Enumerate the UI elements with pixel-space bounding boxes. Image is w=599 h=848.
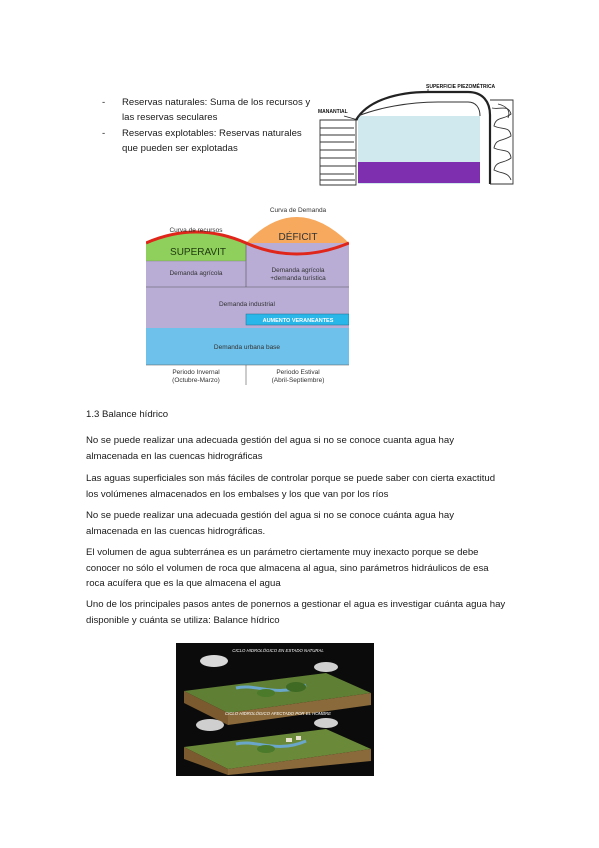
- section-heading: 1.3 Balance hídrico: [86, 409, 169, 420]
- urban-band: [146, 328, 349, 365]
- paragraph: Uno de los principales pasos antes de po…: [86, 599, 506, 626]
- cycle-human-panel: CICLO HIDROLÓGICO AFECTADO POR EL HOMBRE: [184, 711, 371, 775]
- bullet-item: - Reservas explotables: Reservas natural…: [102, 126, 317, 156]
- bullet-text: Reservas explotables: Reservas naturales…: [122, 128, 302, 154]
- right-agri-label: Demanda agrícola: [271, 267, 324, 274]
- bullet-dash: -: [102, 128, 106, 139]
- urban-label: Demanda urbana base: [214, 344, 281, 351]
- left-rock-layers: [319, 119, 357, 186]
- curve-resources-label: Curva de recursos: [169, 227, 223, 234]
- aquifer-base-layer: [358, 162, 480, 183]
- bullet-dash: -: [102, 97, 106, 108]
- hydrological-cycle-image: CICLO HIDROLÓGICO EN ESTADO NATURAL CICL…: [176, 643, 374, 776]
- bullet-text: Reservas naturales: Suma de los recursos…: [122, 97, 311, 123]
- left-agri-label: Demanda agrícola: [169, 270, 222, 277]
- superavit-area: [146, 232, 246, 261]
- paragraph: No se puede realizar una adecuada gestió…: [86, 510, 455, 537]
- period-right-months: (Abril-Septiembre): [272, 377, 325, 384]
- period-right-label: Periodo Estival: [276, 369, 320, 376]
- superavit-label: SUPERAVIT: [170, 247, 226, 258]
- right-rock-folds: [490, 99, 514, 185]
- bullet-list: - Reservas naturales: Suma de los recurs…: [102, 95, 317, 157]
- cycle-human-title: CICLO HIDROLÓGICO AFECTADO POR EL HOMBRE: [225, 711, 331, 716]
- aquifer-top: [357, 101, 481, 117]
- demand-chart: Curva de recursos Curva de Demanda SUPER…: [146, 203, 349, 385]
- aquifer-diagram: MANANTIAL SUPERFICIE PIEZOMÉTRICA: [318, 82, 514, 186]
- paragraph: Las aguas superficiales son más fáciles …: [86, 473, 496, 500]
- spring-label: MANANTIAL: [318, 109, 348, 115]
- cycle-natural-panel: CICLO HIDROLÓGICO EN ESTADO NATURAL: [184, 648, 371, 725]
- curve-demand-label: Curva de Demanda: [270, 207, 327, 214]
- period-left-label: Periodo Invernal: [172, 369, 220, 376]
- cycle-natural-title: CICLO HIDROLÓGICO EN ESTADO NATURAL: [232, 648, 324, 653]
- industrial-label: Demanda industrial: [219, 301, 276, 308]
- piezometric-label: SUPERFICIE PIEZOMÉTRICA: [426, 82, 496, 90]
- period-left-months: (Octubre-Marzo): [172, 377, 220, 384]
- deficit-area: [246, 217, 349, 243]
- paragraph: El volumen de agua subterránea es un par…: [86, 547, 489, 589]
- tourists-band: [245, 313, 349, 326]
- tourists-label: AUMENTO VERANEANTES: [263, 318, 334, 324]
- deficit-label: DÉFICIT: [279, 230, 318, 243]
- right-agri-tourism-label: +demanda turística: [270, 275, 326, 282]
- bullet-item: - Reservas naturales: Suma de los recurs…: [102, 95, 317, 125]
- paragraph: No se puede realizar una adecuada gestió…: [86, 435, 455, 462]
